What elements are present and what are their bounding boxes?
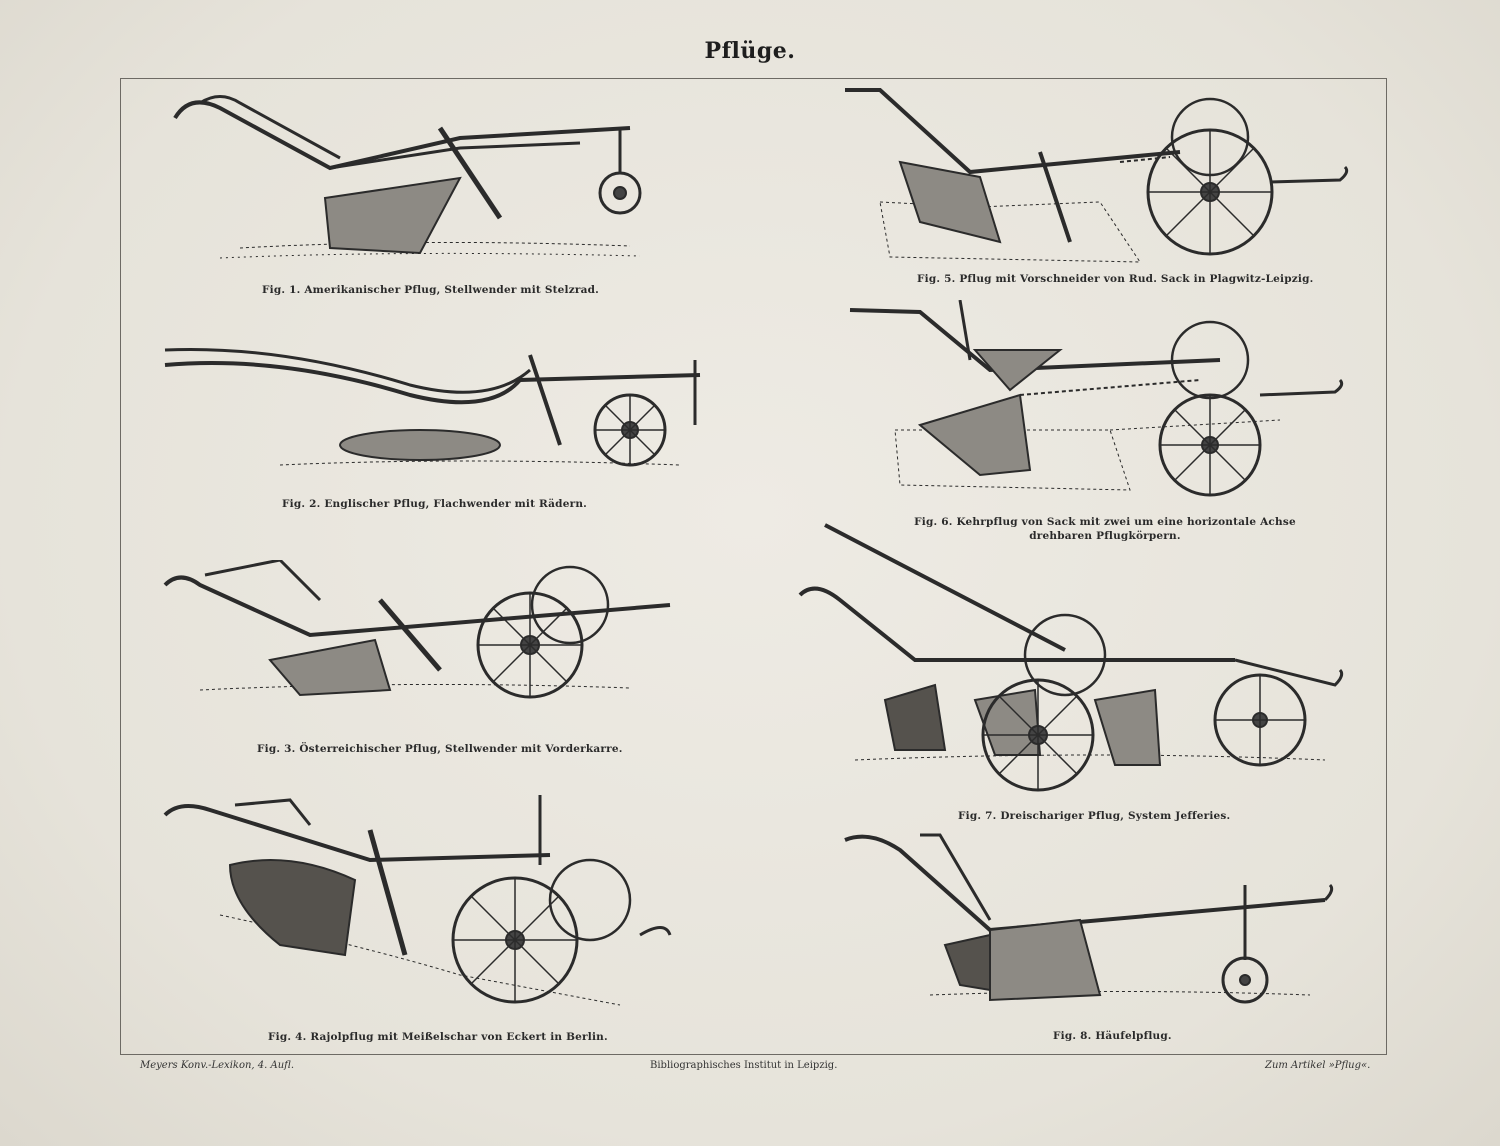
figure-3-illustration bbox=[160, 560, 680, 720]
figure-7-illustration bbox=[795, 520, 1355, 800]
footer-left: Meyers Konv.-Lexikon, 4. Aufl. bbox=[140, 1060, 295, 1071]
figure-5-illustration bbox=[840, 82, 1360, 267]
footer-center: Bibliographisches Institut in Leipzig. bbox=[650, 1060, 838, 1071]
figure-4-illustration bbox=[160, 795, 680, 1025]
plate-title: Pflüge. bbox=[704, 38, 796, 64]
figure-2-caption: Fig. 2. Englischer Pflug, Flachwender mi… bbox=[282, 498, 588, 510]
footer-right: Zum Artikel »Pflug«. bbox=[1265, 1060, 1371, 1071]
figure-3-caption: Fig. 3. Österreichischer Pflug, Stellwen… bbox=[257, 743, 623, 755]
figure-6-illustration bbox=[840, 300, 1360, 500]
figure-8-caption: Fig. 8. Häufelpflug. bbox=[1053, 1030, 1172, 1042]
figure-7-caption: Fig. 7. Dreischariger Pflug, System Jeff… bbox=[958, 810, 1231, 822]
plate-frame bbox=[120, 78, 1387, 1055]
figure-4-caption: Fig. 4. Rajolpflug mit Meißelschar von E… bbox=[268, 1031, 608, 1043]
figure-8-illustration bbox=[840, 830, 1350, 1010]
figure-6-caption: Fig. 6. Kehrpflug von Sack mit zwei um e… bbox=[914, 516, 1296, 542]
figure-1-caption: Fig. 1. Amerikanischer Pflug, Stellwende… bbox=[262, 284, 600, 296]
figure-2-illustration bbox=[160, 345, 705, 475]
figure-1-illustration bbox=[160, 88, 680, 273]
figure-5-caption: Fig. 5. Pflug mit Vorschneider von Rud. … bbox=[917, 273, 1314, 285]
